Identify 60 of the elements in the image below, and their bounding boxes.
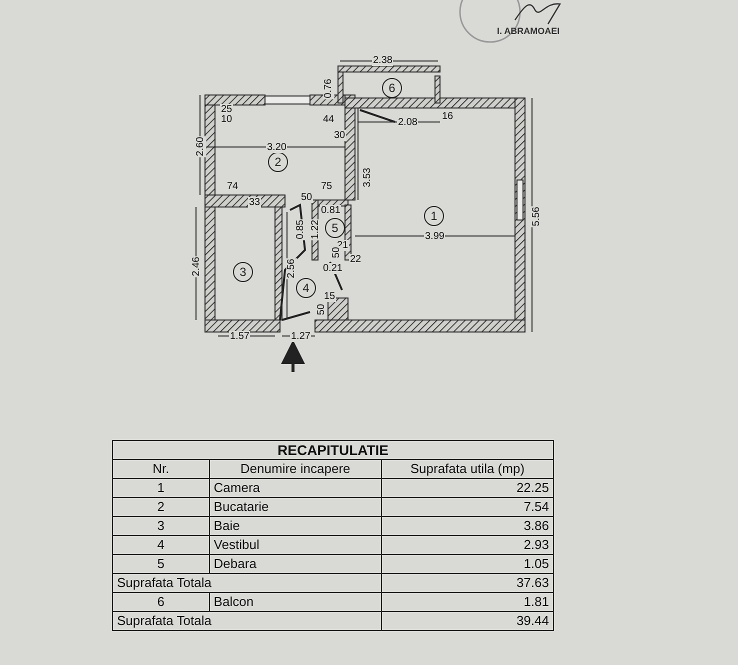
table-cell: 2.93 [381, 536, 554, 554]
dimension-label: 22 [349, 254, 362, 265]
dimension-label: 44 [322, 114, 336, 125]
room-number: 6 [382, 78, 402, 98]
table-header-cell: Nr. [112, 460, 210, 478]
dimension-label: 0.76 [323, 78, 334, 100]
room-number: 5 [325, 218, 345, 238]
table-cell: 2 [112, 498, 210, 516]
table-cell: 6 [112, 592, 210, 612]
table-cell: 3.86 [381, 516, 554, 536]
dimension-label: 50 [331, 246, 342, 260]
dimension-label: 50 [316, 302, 328, 316]
dimension-label: 3.99 [424, 231, 446, 242]
table-header-cell: RECAPITULATIE [112, 440, 554, 460]
table-cell: 1.81 [381, 592, 554, 612]
table-cell: Balcon [209, 592, 382, 612]
table-cell: 1 [112, 478, 210, 498]
table-cell: 3 [112, 516, 210, 536]
dimension-label: 33 [248, 197, 262, 208]
table-cell: Debara [209, 554, 382, 574]
dimension-label: 0.81 [320, 205, 342, 216]
dimension-label: 75 [320, 181, 334, 192]
table-cell: Vestibul [209, 536, 382, 554]
dimension-label: 15 [323, 291, 336, 302]
table-header-cell: Denumire incapere [209, 460, 382, 478]
dimension-label: 25 [220, 104, 234, 115]
room-number: 1 [424, 206, 444, 226]
stamp-text: I. ABRAMOAEI [497, 26, 560, 36]
dimension-label: 1.22 [310, 218, 322, 240]
dimension-label: 16 [441, 111, 454, 122]
table-cell: Baie [209, 516, 382, 536]
room-number: 3 [233, 262, 253, 282]
dimension-label: 2.08 [397, 117, 418, 128]
table-cell: 5 [112, 554, 210, 574]
dimension-label: 2.38 [372, 55, 394, 66]
table-cell: 4 [112, 536, 210, 554]
dimension-label: 1.57 [229, 331, 250, 342]
table-cell: 22.25 [381, 478, 554, 498]
table-cell: Camera [209, 478, 382, 498]
dimension-label: 0.21 [322, 263, 344, 274]
dimension-label: 0.85 [295, 218, 306, 240]
dimension-label: 2.60 [195, 136, 206, 158]
dimension-label: 1.27 [290, 331, 312, 342]
table-cell: 7.54 [381, 498, 554, 516]
table-cell: 1.05 [381, 554, 554, 574]
dimension-label: 2.46 [191, 256, 202, 278]
dimension-label: 30 [333, 130, 346, 141]
table-cell: Bucatarie [209, 498, 382, 516]
dimension-label: 10 [220, 114, 234, 125]
dimension-label: 74 [226, 181, 240, 192]
dimension-label: 5.56 [531, 206, 542, 228]
table-header-cell: Suprafata utila (mp) [381, 460, 554, 478]
table-cell: Suprafata Totala [112, 612, 382, 630]
table-cell: Suprafata Totala [112, 574, 382, 592]
dimension-label: 3.20 [266, 142, 288, 153]
dimension-label: 3.53 [362, 166, 374, 188]
table-cell: 37.63 [381, 574, 554, 592]
dimension-label: 50 [300, 192, 314, 203]
dimension-label: 2.56 [286, 258, 298, 280]
table-cell: 39.44 [381, 612, 554, 630]
